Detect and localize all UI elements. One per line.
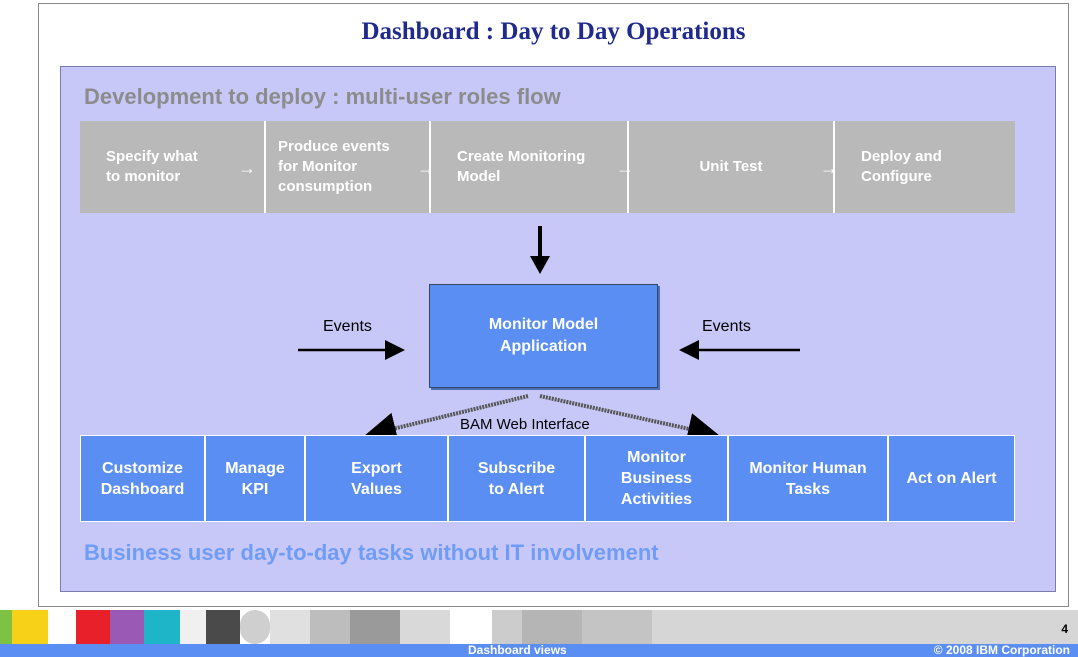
copyright-text: © 2008 IBM Corporation — [933, 643, 1070, 657]
task-export-values: Export Values — [305, 435, 448, 522]
task-act-on-alert: Act on Alert — [888, 435, 1015, 522]
down-arrow-icon — [530, 226, 550, 274]
interface-arrow-left — [364, 394, 529, 444]
events-left-label: Events — [323, 318, 372, 335]
task-manage-kpi: Manage KPI — [205, 435, 305, 522]
slide-title: Dashboard : Day to Day Operations — [361, 18, 746, 45]
step-label: Specify what to monitor — [106, 148, 198, 185]
monitor-model-application-box: Monitor Model Application — [429, 284, 658, 388]
right-arrow-icon: → — [238, 158, 256, 178]
footer-title: Dashboard views — [468, 643, 567, 657]
footer-decoration — [0, 610, 1078, 644]
task-monitor-business-activities: Monitor Business Activities — [585, 435, 728, 522]
task-monitor-human-tasks: Monitor Human Tasks — [728, 435, 888, 522]
bam-web-interface-label: BAM Web Interface — [460, 416, 590, 433]
footer-bar — [0, 644, 1078, 657]
right-arrow-icon: → — [820, 158, 838, 178]
step-label: Produce events for Monitor consumption — [278, 138, 390, 195]
step-create-model: Create Monitoring Model — [431, 121, 629, 213]
task-customize-dashboard: Customize Dashboard — [80, 435, 205, 522]
step-label: Unit Test — [699, 158, 763, 175]
page-number: 4 — [1061, 622, 1068, 636]
events-right-label: Events — [702, 318, 751, 335]
development-heading: Development to deploy : multi-user roles… — [84, 84, 561, 109]
step-specify: Specify what to monitor — [80, 121, 266, 213]
right-arrow-icon: → — [616, 158, 634, 178]
business-heading: Business user day-to-day tasks without I… — [84, 540, 659, 565]
task-subscribe-alert: Subscribe to Alert — [448, 435, 585, 522]
step-produce-events: Produce events for Monitor consumption — [266, 121, 431, 213]
interface-arrow-right — [539, 394, 720, 445]
step-deploy: Deploy and Configure — [835, 121, 1015, 213]
step-label: Create Monitoring Model — [457, 148, 586, 185]
step-unit-test: Unit Test — [629, 121, 835, 213]
right-arrow-icon: → — [417, 158, 435, 178]
step-label: Deploy and Configure — [861, 148, 942, 185]
